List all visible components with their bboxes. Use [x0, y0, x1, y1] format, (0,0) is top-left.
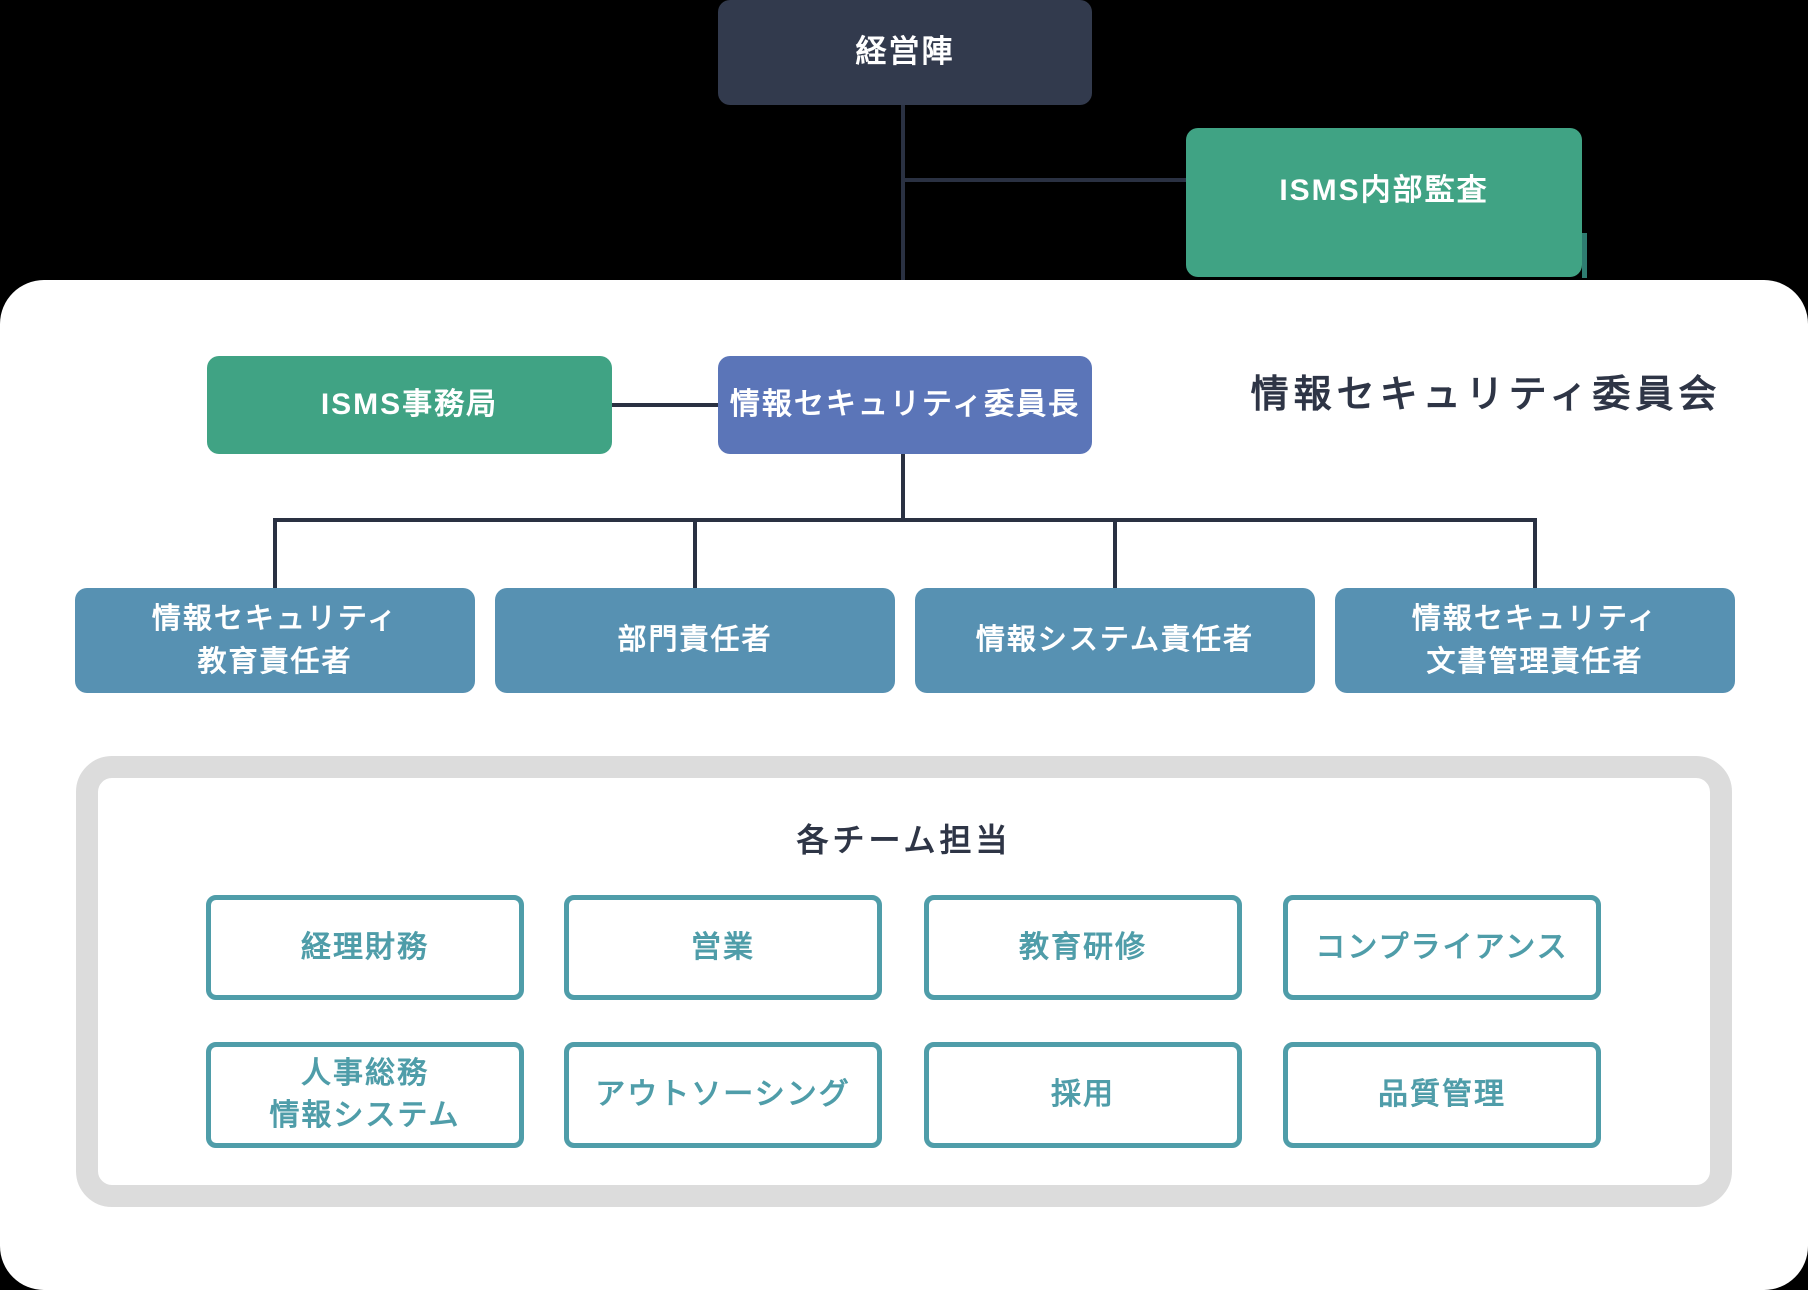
team-box-hr-information-system: 人事総務 情報システム [206, 1042, 524, 1148]
manager-box-security-education: 情報セキュリティ 教育責任者 [75, 588, 475, 693]
manager-box-department: 部門責任者 [495, 588, 895, 693]
manager-label: 情報セキュリティ 教育責任者 [151, 603, 399, 678]
team-box-sales: 営業 [564, 895, 882, 1000]
manager-label: 情報セキュリティ 文書管理責任者 [1411, 603, 1659, 678]
manager-label: 部門責任者 [617, 624, 773, 657]
team-box-education-training: 教育研修 [924, 895, 1242, 1000]
security-committee-chair-box: 情報セキュリティ委員長 [718, 356, 1092, 454]
isms-internal-audit-box: ISMS内部監査 [1186, 128, 1582, 277]
team-box-recruiting: 採用 [924, 1042, 1242, 1148]
connector-management-to-chair [901, 105, 905, 356]
connector-drop-4 [1533, 520, 1537, 588]
teams-panel-title: 各チーム担当 [796, 822, 1012, 858]
team-label: アウトソーシング [595, 1078, 851, 1111]
team-label: 教育研修 [1019, 930, 1147, 964]
team-box-outsourcing: アウトソーシング [564, 1042, 882, 1148]
committee-title: 情報セキュリティ委員会 [1250, 374, 1722, 416]
team-label: 人事総務 情報システム [269, 1057, 461, 1132]
team-label: 採用 [1051, 1078, 1115, 1111]
team-box-accounting-finance: 経理財務 [206, 895, 524, 1000]
connector-to-internal-audit [903, 178, 1186, 182]
connector-drop-3 [1113, 520, 1117, 588]
team-box-compliance: コンプライアンス [1283, 895, 1601, 1000]
management-label: 経営陣 [855, 34, 955, 70]
connector-drop-1 [273, 520, 277, 588]
isms-secretariat-label: ISMS事務局 [320, 388, 499, 422]
manager-box-document-management: 情報セキュリティ 文書管理責任者 [1335, 588, 1735, 693]
team-box-quality-management: 品質管理 [1283, 1042, 1601, 1148]
team-label: 営業 [691, 930, 755, 964]
isms-secretariat-box: ISMS事務局 [207, 356, 612, 454]
security-committee-chair-label: 情報セキュリティ委員長 [729, 388, 1081, 422]
team-label: コンプライアンス [1315, 930, 1569, 964]
team-label: 品質管理 [1378, 1078, 1506, 1111]
connector-chair-down [901, 454, 905, 520]
connector-drop-2 [693, 520, 697, 588]
internal-audit-edge-line [1582, 233, 1587, 278]
connector-secretariat-to-chair [612, 403, 718, 407]
manager-box-information-system: 情報システム責任者 [915, 588, 1315, 693]
connector-managers-horizontal [273, 518, 1537, 522]
isms-internal-audit-label: ISMS内部監査 [1279, 173, 1489, 207]
manager-label: 情報システム責任者 [975, 624, 1255, 657]
team-label: 経理財務 [301, 930, 429, 964]
management-box: 経営陣 [718, 0, 1092, 105]
